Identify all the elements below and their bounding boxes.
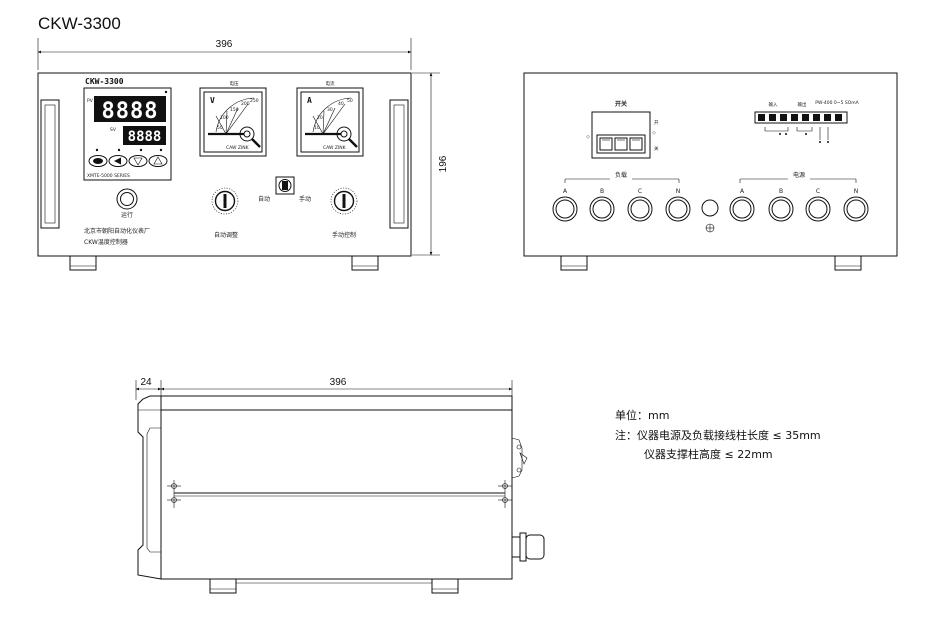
power-terminal-label-b: B: [779, 188, 783, 195]
ammeter-unit: A: [307, 96, 312, 105]
input-label: 输入: [769, 101, 778, 108]
switch-off-label: 关: [654, 145, 659, 152]
ammeter-tick-4: 40: [338, 101, 344, 107]
svg-text:◇: ◇: [652, 131, 656, 136]
rear-foot-right: [834, 255, 862, 271]
switch-label: 开关: [615, 100, 627, 108]
left-handle: [40, 99, 60, 229]
side-body-outline: [160, 395, 513, 580]
svg-text:◇: ◇: [586, 135, 590, 140]
auto-label: 自动: [258, 195, 270, 203]
load-terminal-n[interactable]: [665, 196, 691, 222]
side-screw-2: [498, 480, 512, 508]
controller-model-text: XMTE-5000 SERIES: [87, 173, 130, 179]
side-screw-1: [167, 480, 181, 508]
unit-note: 单位：mm: [615, 408, 669, 422]
maker-line-1: 北京市朝阳自动化仪表厂: [84, 227, 150, 235]
front-view: 396 196 CKW-3300 PV 8888 SV 8888: [37, 38, 449, 271]
controller-shift-button[interactable]: [108, 155, 128, 167]
ammeter-tick-2: 20: [317, 115, 323, 121]
sv-label: SV: [110, 127, 117, 133]
voltmeter-caption: 电压: [230, 80, 239, 87]
notes: 单位：mm 注：仪器电源及负载接线柱长度 ≤ 35mm 仪器支撑柱高度 ≤ 22…: [615, 408, 821, 461]
load-terminal-label-b: B: [600, 188, 604, 195]
load-label: 负载: [615, 171, 627, 179]
voltmeter-footer: CAW ZINK: [226, 145, 250, 151]
height-note: 仪器支撑柱高度 ≤ 22mm: [644, 447, 773, 461]
auto-manual-switch[interactable]: [275, 176, 295, 195]
auto-adjust-label: 自动调整: [214, 231, 238, 239]
voltmeter-tick-3: 150: [230, 107, 239, 113]
power-terminal-label-a: A: [740, 188, 745, 195]
front-panel-outline: [37, 72, 412, 257]
pv-display: [94, 96, 166, 122]
power-switch[interactable]: [591, 111, 651, 159]
manual-control-knob[interactable]: [330, 187, 358, 215]
switch-on-label: 开: [654, 120, 659, 126]
load-terminal-c[interactable]: [627, 196, 653, 222]
power-terminal-b[interactable]: [768, 196, 794, 222]
manual-label: 手动: [299, 195, 311, 203]
drawing-title: CKW-3300: [38, 14, 121, 33]
voltmeter-tick-4: 200: [241, 101, 250, 107]
rear-panel-outline: [523, 72, 898, 257]
power-terminal-n[interactable]: [843, 196, 869, 222]
controller-up-button[interactable]: [148, 155, 168, 167]
voltmeter-unit: V: [210, 96, 215, 105]
power-label: 电源: [793, 171, 805, 179]
manual-control-label: 手动控制: [332, 231, 356, 239]
ammeter-tick-5: 50: [347, 98, 353, 104]
side-foot-left: [209, 578, 237, 594]
sv-digits: 8888: [128, 129, 162, 145]
side-width-dimension: 396: [330, 377, 347, 388]
pv-label: PV: [87, 98, 94, 104]
run-button[interactable]: [116, 188, 138, 210]
side-power-terminal: [511, 532, 545, 562]
controller-set-button[interactable]: [88, 155, 108, 167]
voltmeter: V 50 100 150 200 250 CAW ZINK: [199, 87, 267, 157]
power-terminal-a[interactable]: [729, 196, 755, 222]
side-handle-outline: [137, 395, 162, 580]
voltmeter-tick-2: 100: [220, 115, 229, 121]
temperature-controller: [83, 87, 172, 181]
sv-display: [123, 126, 166, 145]
power-terminal-c[interactable]: [805, 196, 831, 222]
side-offset-dimension: 24: [140, 377, 152, 388]
terminal-spec: PW-400 0~5 SOmA: [815, 100, 859, 106]
load-terminal-a[interactable]: [552, 196, 578, 222]
ammeter-tick-1: 10: [314, 125, 320, 131]
front-foot-left: [69, 255, 97, 271]
load-terminal-b[interactable]: [589, 196, 615, 222]
voltmeter-tick-5: 250: [250, 98, 259, 104]
front-width-dimension: 396: [216, 39, 233, 50]
output-label: 输出: [798, 101, 807, 108]
load-terminal-label-a: A: [563, 188, 568, 195]
power-terminal-label-n: N: [854, 188, 859, 195]
length-note: 注：仪器电源及负载接线柱长度 ≤ 35mm: [615, 428, 821, 442]
side-view: 24 396: [135, 377, 545, 594]
ammeter-footer: CAW ZINK: [323, 145, 347, 151]
ground-terminal[interactable]: [701, 199, 719, 233]
side-foot-right: [431, 578, 459, 594]
power-terminal-label-c: C: [816, 188, 820, 195]
front-height-dimension: 196: [438, 155, 449, 172]
ammeter-tick-3: 30: [327, 107, 333, 113]
right-handle: [389, 99, 409, 229]
front-foot-right: [351, 255, 379, 271]
brand-label: CKW-3300: [85, 77, 124, 86]
ammeter-caption: 电流: [326, 80, 335, 87]
voltmeter-tick-1: 50: [217, 125, 223, 131]
signal-terminal-block[interactable]: [754, 111, 848, 143]
maker-line-2: CKW温度控制器: [84, 238, 128, 246]
pv-digits: 8888: [102, 99, 159, 124]
rear-foot-left: [560, 255, 588, 271]
run-label: 运行: [121, 211, 133, 219]
load-terminal-label-c: C: [638, 188, 642, 195]
controller-down-button[interactable]: [128, 155, 148, 167]
ammeter: A 10 20 30 40 50 CAW ZINK: [296, 87, 364, 157]
auto-adjust-knob[interactable]: [211, 187, 239, 215]
rear-view: 开关 ◇ ◇ 开 关 输入 输出 PW-400 0~5 SOmA: [523, 72, 898, 271]
load-terminal-label-n: N: [676, 188, 681, 195]
